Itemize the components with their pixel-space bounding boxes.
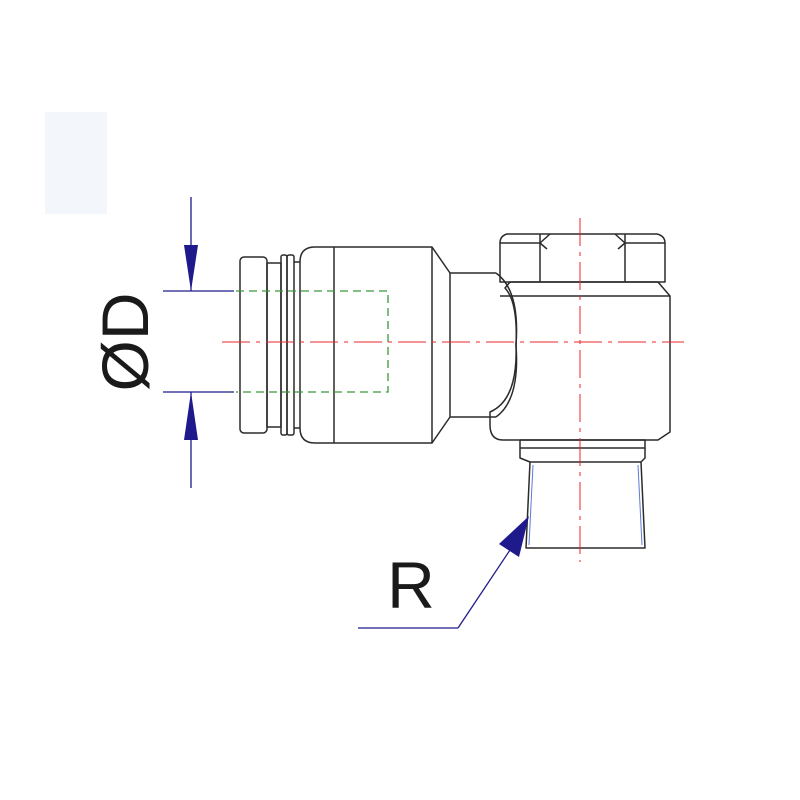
hex-nut: [499, 233, 666, 283]
fitting-outline: [239, 233, 671, 549]
leader-arrow: [499, 516, 529, 557]
diameter-label: ØD: [88, 293, 162, 392]
thread-lines: [528, 464, 643, 546]
release-collar: [239, 256, 268, 434]
arrow-up: [184, 392, 198, 440]
banjo-body: [489, 281, 671, 441]
collet-rings: [266, 254, 300, 436]
threaded-stem: [519, 439, 646, 449]
thread-label: R: [387, 548, 435, 622]
arrow-down: [184, 245, 198, 291]
thread-leader: [358, 516, 529, 629]
pushin-body: [299, 246, 451, 444]
thread-shank: [519, 448, 646, 549]
watermark-block: [45, 112, 107, 214]
diameter-dimension: [163, 197, 234, 488]
center-lines: [222, 218, 684, 562]
body-neck: [450, 272, 496, 418]
